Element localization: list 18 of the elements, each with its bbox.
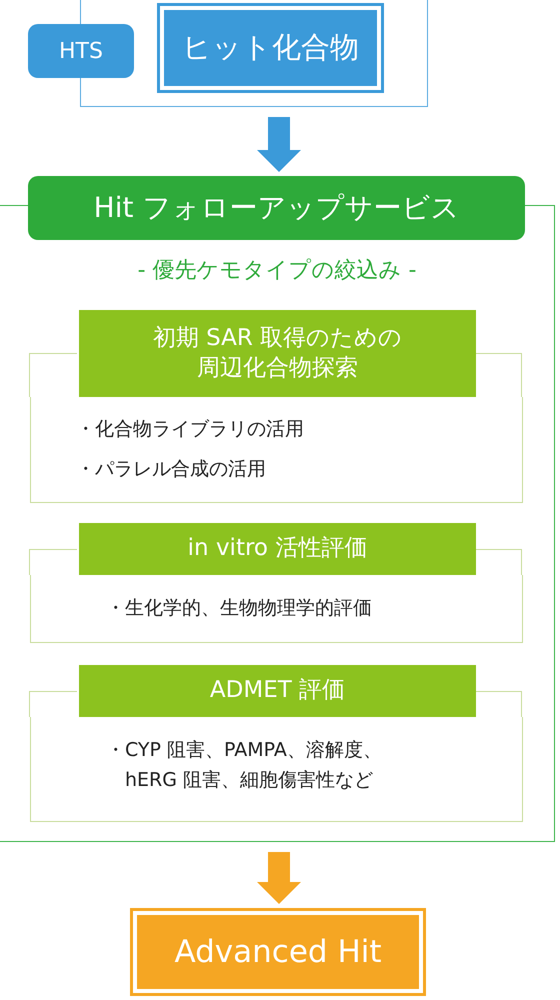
block-arrow <box>257 852 301 904</box>
service-header: Hit フォローアップサービス <box>28 176 525 240</box>
bullet-text: ・パラレル合成の活用 <box>76 457 267 482</box>
source-box: HTS <box>28 24 134 78</box>
result-box: ヒット化合物 <box>157 3 384 93</box>
section-frame <box>30 397 523 503</box>
section-frame <box>30 575 523 643</box>
service-panel <box>0 241 555 842</box>
bullet-text: ・化合物ライブラリの活用 <box>76 417 305 442</box>
bullet-text: ・生化学的、生物物理学的評価 <box>106 596 373 621</box>
result-box: Advanced Hit <box>130 908 426 996</box>
section-heading: 初期 SAR 取得のための周辺化合物探索 <box>79 310 476 397</box>
section-heading: ADMET 評価 <box>79 665 476 717</box>
block-arrow <box>257 117 301 172</box>
section-heading: in vitro 活性評価 <box>79 523 476 575</box>
bullet-text: ・CYP 阻害、PAMPA、溶解度、hERG 阻害、細胞傷害性など <box>106 738 383 794</box>
section-frame <box>30 717 523 822</box>
panel-subtitle: - 優先ケモタイプの絞込み - <box>136 257 418 285</box>
